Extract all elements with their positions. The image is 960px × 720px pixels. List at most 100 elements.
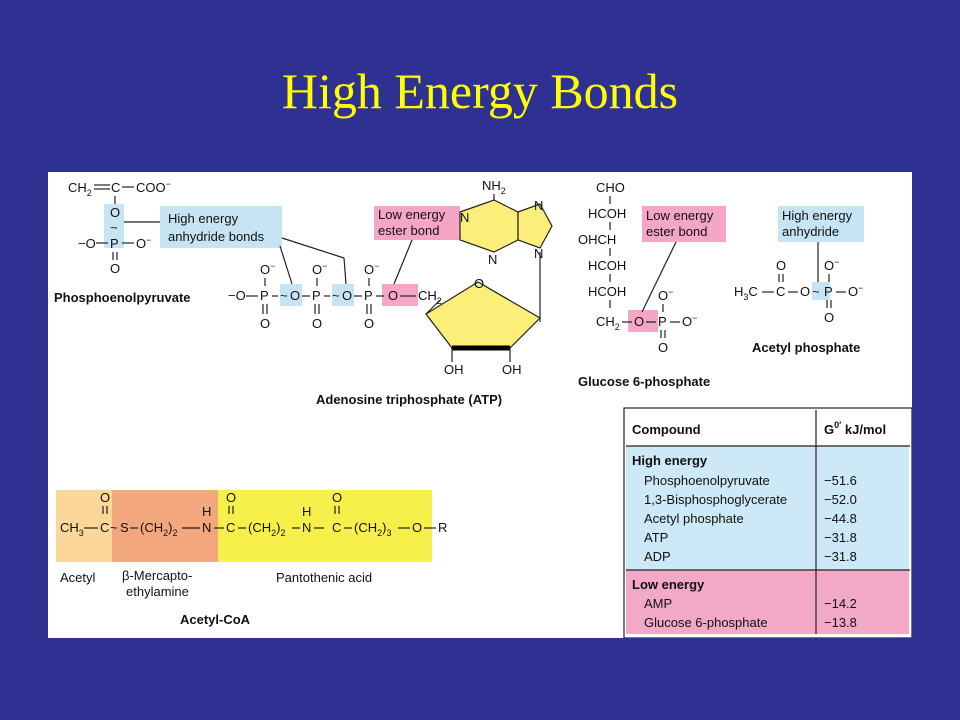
svg-text:Phosphoenolpyruvate: Phosphoenolpyruvate [644,473,770,488]
svg-text:N: N [460,210,469,225]
pep-c: C [111,180,120,195]
svg-text:(CH2)3: (CH2)3 [354,520,391,538]
svg-text:ester bond: ester bond [646,224,707,239]
svg-text:O: O [824,310,834,325]
svg-text:R: R [438,520,447,535]
table-row: ATP −31.8 [644,530,857,545]
svg-text:P: P [260,288,269,303]
svg-text:1,3-Bisphosphoglycerate: 1,3-Bisphosphoglycerate [644,492,787,507]
label-pantothenic: Pantothenic acid [276,570,372,585]
table-row: Glucose 6-phosphate −13.8 [644,615,857,630]
svg-text:S: S [120,520,129,535]
svg-text:O−: O− [824,257,839,273]
svg-text:Glucose 6-phosphate: Glucose 6-phosphate [644,615,768,630]
svg-text:O−: O− [364,261,379,277]
callout-ester-bond-g6p: Low energy ester bond [641,206,726,313]
glucose-6-phosphate-structure: CHO HCOH OHCH HCOH HCOH CH2 O P O− O− O … [578,180,710,389]
svg-text:anhydride: anhydride [782,224,839,239]
svg-text:High energy: High energy [782,208,853,223]
pep-bond-highlight [104,204,124,248]
svg-text:N: N [488,252,497,267]
svg-text:CH2: CH2 [418,288,442,306]
pep-name: Phosphoenolpyruvate [54,290,191,305]
acetyl-region [56,490,112,562]
svg-text:O−: O− [260,261,275,277]
table-high-rows: Phosphoenolpyruvate−51.6 1,3-Bisphosphog… [644,473,857,564]
pep-coo: COO− [136,179,171,195]
svg-text:O: O [412,520,422,535]
figure-panel: CH2 C COO− O ~ −O P O− O Phosphoenolpyru… [48,172,912,638]
callout-ester-bond-atp: Low energy ester bond [374,206,460,285]
callout-anhydride-bonds: High energy anhydride bonds [124,206,347,285]
svg-text:O−: O− [312,261,327,277]
svg-text:H: H [302,504,311,519]
svg-text:C: C [100,520,109,535]
pep-tilde: ~ [110,220,118,235]
svg-text:P: P [364,288,373,303]
pep-minus-o: −O [78,236,96,251]
svg-text:HCOH: HCOH [588,284,626,299]
svg-text:−13.8: −13.8 [824,615,857,630]
svg-text:(CH2)2: (CH2)2 [140,520,177,538]
svg-text:O: O [100,490,110,505]
pep-ch2: CH2 [68,180,92,198]
svg-text:Low energy: Low energy [378,207,446,222]
table-header-g: G0′ kJ/mol [824,420,886,437]
mercapto-region [112,490,218,562]
atp-name: Adenosine triphosphate (ATP) [316,392,502,407]
svg-text:~: ~ [812,284,820,299]
svg-text:O: O [776,258,786,273]
svg-text:−31.8: −31.8 [824,549,857,564]
svg-text:C: C [226,520,235,535]
svg-text:P: P [824,284,833,299]
table-header-compound: Compound [632,422,701,437]
label-mercapto-2: ethylamine [126,584,189,599]
svg-text:O: O [658,340,668,355]
svg-text:~: ~ [332,288,340,303]
pep-o: O [110,205,120,220]
pantothenic-region [218,490,432,562]
atp-adenine-ribose: NH2 N N N N O OH OH Adenosine triphospha… [316,178,553,407]
svg-text:ATP: ATP [644,530,668,545]
svg-text:NH2: NH2 [482,178,506,196]
svg-text:N: N [202,520,211,535]
table-high-energy-band [626,446,909,570]
acetyl-phosphate-name: Acetyl phosphate [752,340,860,355]
table-low-label: Low energy [632,577,705,592]
svg-text:O: O [634,314,644,329]
svg-text:O−: O− [682,313,697,329]
svg-text:H: H [202,504,211,519]
slide-title: High Energy Bonds [281,63,679,119]
label-acetyl: Acetyl [60,570,96,585]
svg-text:P: P [312,288,321,303]
label-mercapto-1: β-Mercapto- [122,568,192,583]
callout-anhydride [778,206,864,242]
svg-text:H3C: H3C [734,284,758,302]
svg-text:O: O [226,490,236,505]
svg-text:P: P [658,314,667,329]
svg-text:O: O [312,316,322,331]
svg-text:O−: O− [658,287,673,303]
svg-text:O: O [388,288,398,303]
svg-text:ADP: ADP [644,549,671,564]
svg-text:OHCH: OHCH [578,232,616,247]
table-row: 1,3-Bisphosphoglycerate−52.0 [644,492,857,507]
svg-text:~: ~ [110,520,118,535]
svg-text:N: N [302,520,311,535]
svg-text:O−: O− [848,283,863,299]
svg-text:O: O [342,288,352,303]
table-high-label: High energy [632,453,708,468]
energy-table: Compound G0′ kJ/mol High energy Phosphoe… [623,407,912,638]
svg-text:anhydride bonds: anhydride bonds [168,229,265,244]
svg-text:~: ~ [280,288,288,303]
svg-text:−O: −O [228,288,246,303]
svg-text:HCOH: HCOH [588,258,626,273]
svg-text:Acetyl phosphate: Acetyl phosphate [644,511,744,526]
acetyl-phosphate-structure: High energy anhydride H3C C O ~ P O− O O… [734,206,864,355]
svg-text:(CH2)2: (CH2)2 [248,520,285,538]
table-low-energy-band [626,570,909,634]
chemistry-diagram: CH2 C COO− O ~ −O P O− O Phosphoenolpyru… [54,178,912,638]
acetyl-coa-name: Acetyl-CoA [180,612,251,627]
svg-text:−44.8: −44.8 [824,511,857,526]
svg-text:−31.8: −31.8 [824,530,857,545]
